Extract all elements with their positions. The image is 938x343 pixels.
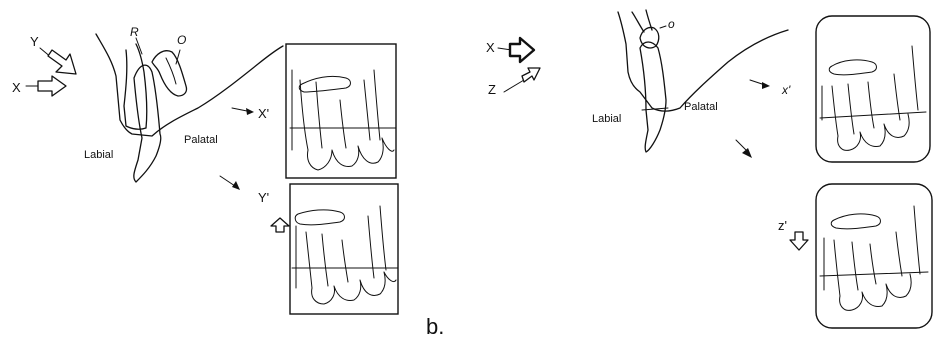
right-label-z-prime: z' xyxy=(778,218,787,233)
left-radiograph-bottom xyxy=(290,184,398,314)
right-label-o: o xyxy=(668,17,675,31)
left-impacted-canine-inner xyxy=(166,58,176,84)
left-xprime-pointer-head-icon xyxy=(246,108,254,115)
left-y-arrow-head-icon xyxy=(48,50,76,74)
left-panel-bottom-frame xyxy=(290,184,398,314)
left-radiograph-top xyxy=(286,44,396,178)
right-radiograph-bottom xyxy=(816,184,932,328)
figure-caption: b. xyxy=(426,314,444,338)
left-label-y: Y xyxy=(30,34,39,49)
left-label-r: R xyxy=(130,25,139,39)
right-zprime-down-arrow-icon xyxy=(790,232,808,250)
left-label-palatal: Palatal xyxy=(184,134,218,146)
right-diagonal-pointer-head-icon xyxy=(742,148,752,158)
right-radiograph-top xyxy=(816,16,930,162)
right-z-arrow-icon xyxy=(504,80,524,92)
right-z-arrow-head-icon xyxy=(522,68,540,82)
left-yprime-pointer-head-icon xyxy=(232,181,240,190)
right-xprime-pointer-head-icon xyxy=(762,82,770,89)
left-diagram: Y X R O Labial Palatal X' Y' xyxy=(12,25,398,314)
right-gingiva-outline xyxy=(618,12,788,111)
right-label-palatal: Palatal xyxy=(684,101,718,113)
left-label-x-prime: X' xyxy=(258,106,269,121)
left-yprime-up-arrow-icon xyxy=(271,218,289,232)
left-label-o: O xyxy=(177,33,186,47)
right-diagram: X Z o Labial Palatal x' z' xyxy=(486,10,932,328)
left-impacted-canine xyxy=(152,51,187,96)
left-incisor-crown xyxy=(134,65,161,182)
left-gingiva-outline xyxy=(96,34,283,136)
right-label-z: Z xyxy=(488,82,496,97)
right-o-pointer xyxy=(660,26,666,28)
right-x-arrow-head-icon xyxy=(510,38,534,62)
right-label-x-prime: x' xyxy=(781,83,791,97)
right-label-labial: Labial xyxy=(592,113,621,125)
right-canine-root xyxy=(632,10,652,32)
left-label-y-prime: Y' xyxy=(258,190,269,205)
left-label-x: X xyxy=(12,80,21,95)
right-label-x: X xyxy=(486,40,495,55)
left-label-labial: Labial xyxy=(84,149,113,161)
left-x-arrow-head-icon xyxy=(38,76,66,96)
right-panel-top-frame xyxy=(816,16,930,162)
